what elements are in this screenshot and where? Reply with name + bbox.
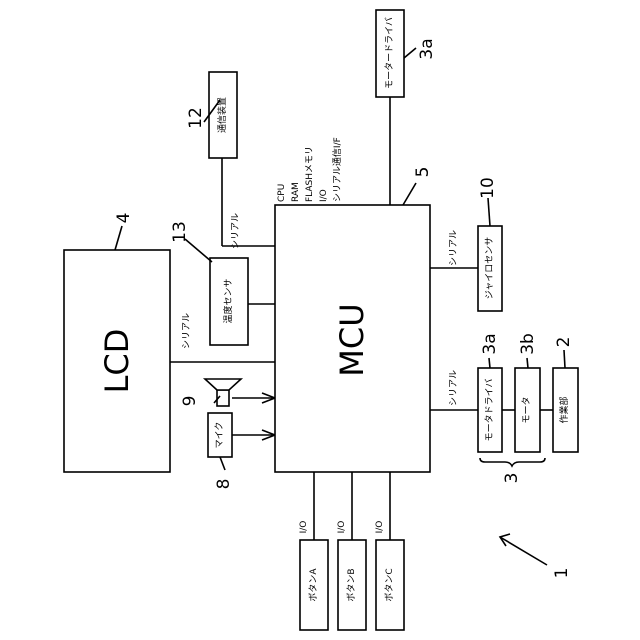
comm-device-label: 通信装置 [216,97,228,133]
io-label-button-c: I/O [375,521,385,534]
ref-motor: 3b [518,333,538,355]
mcu-feature-list: CPU RAM FLASHメモリ I/O シリアル通信I/F [277,137,343,202]
serial-label-gyro: シリアル [449,230,459,266]
button-c-label: ボタンC [384,568,395,601]
feature-serial-if: シリアル通信I/F [331,137,343,202]
io-label-button-b: I/O [337,521,347,534]
serial-label-motor: シリアル [449,370,459,406]
ref-comm-device: 12 [186,107,206,129]
mic-label: マイク [214,422,225,449]
motor-driver-label: モータドライバ [484,379,495,442]
ref-motor-driver: 3a [480,333,500,354]
feature-io: I/O [319,189,329,202]
button-a-label: ボタンA [308,568,319,602]
feature-flash: FLASHメモリ [305,146,315,202]
button-b-label: ボタンB [346,568,357,601]
feature-cpu: CPU [277,184,287,202]
lcd-label: LCD [98,329,136,394]
temp-sensor-label: 温度センサ [222,278,234,323]
ref-mcu: 5 [413,167,433,178]
group-brace [480,458,545,466]
serial-label-comm: シリアル [231,213,241,249]
ref-device: 1 [552,568,572,579]
feature-ram: RAM [291,182,301,202]
ref-work-unit: 2 [554,337,574,348]
motor-label: モータ [521,396,532,423]
ref-mic: 8 [214,479,234,490]
ref-lcd: 4 [114,213,134,224]
top-motor-driver-label: モータードライバ [384,17,395,89]
ref-temp-sensor: 13 [170,221,190,243]
io-label-button-a: I/O [299,521,309,534]
serial-label-temp: シリアル [182,313,192,349]
ref-group: 3 [502,473,522,484]
ref-top-motor-driver: 3a [417,38,437,59]
speaker-icon [205,379,241,406]
mcu-label: MCU [333,303,371,376]
gyro-sensor-label: ジャイロセンサ [484,237,495,300]
ref-speaker: 9 [180,396,200,407]
work-unit-label: 作業部 [558,396,570,423]
device-arrow-icon [500,534,547,565]
ref-gyro-sensor: 10 [478,177,498,199]
